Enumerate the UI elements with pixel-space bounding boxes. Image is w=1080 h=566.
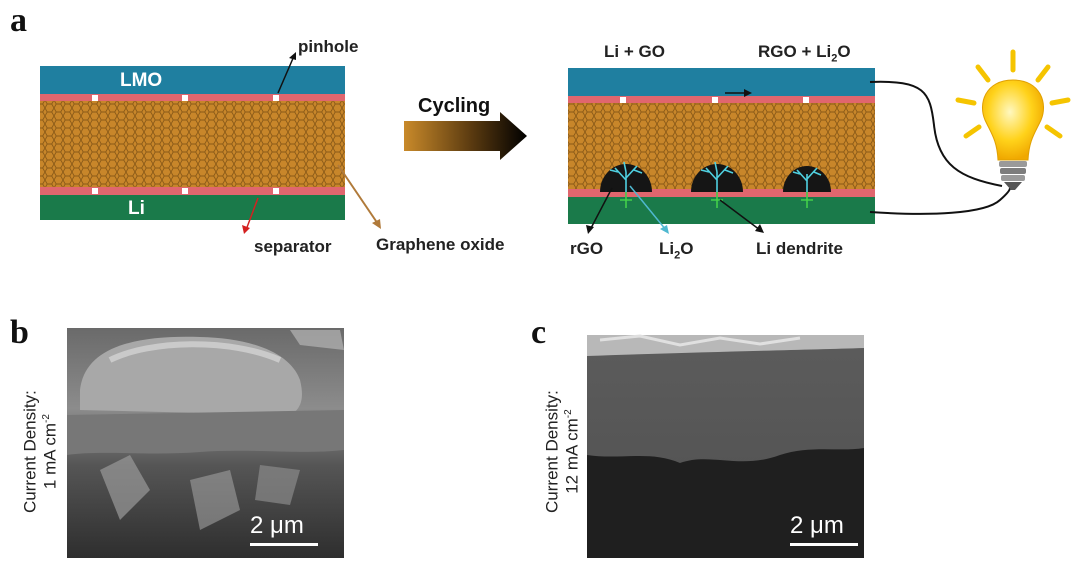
top-separator-right xyxy=(568,96,875,103)
li-layer xyxy=(40,195,345,220)
light-bulb-icon xyxy=(955,49,1071,190)
wire-bottom xyxy=(869,187,1011,215)
scale-label-c: 2 μm xyxy=(790,512,844,539)
pinhole xyxy=(273,95,279,101)
dendrite-dome xyxy=(600,161,652,208)
graphene-oxide-layer xyxy=(40,101,345,187)
reaction-right: RGO + Li2O xyxy=(758,42,851,65)
sem-image-b xyxy=(67,328,344,558)
pinhole xyxy=(182,188,188,194)
right-pointers xyxy=(586,89,764,234)
pinhole xyxy=(182,95,188,101)
bottom-separator-right xyxy=(568,189,875,197)
current-density-label-b: Current Density: 1 mA cm-2 xyxy=(20,390,59,513)
pinhole xyxy=(92,188,98,194)
li2o-label: Li2O xyxy=(659,239,694,262)
panel-label-a: a xyxy=(10,2,27,39)
reaction-left: Li + GO xyxy=(604,42,665,61)
lmo-layer xyxy=(40,66,345,94)
left-cell xyxy=(40,66,345,220)
current-density-label-c: Current Density: 12 mA cm-2 xyxy=(542,390,581,513)
lmo-label: LMO xyxy=(120,70,163,91)
dendrite-domes xyxy=(600,161,831,208)
dendrite-dome xyxy=(783,166,831,208)
top-separator xyxy=(40,94,345,101)
cycling-arrow xyxy=(404,112,527,160)
rgo-label: rGO xyxy=(570,239,604,258)
bottom-separator xyxy=(40,187,345,195)
pinhole-label: pinhole xyxy=(298,37,359,56)
pinhole xyxy=(803,97,809,103)
dendrite-dome xyxy=(691,161,743,208)
graphene-oxide-label: Graphene oxide xyxy=(376,235,505,254)
panel-label-b: b xyxy=(10,314,29,351)
scale-bar-c xyxy=(790,543,858,546)
lmo-layer-right xyxy=(568,68,875,96)
separator-label: separator xyxy=(254,237,332,256)
scale-label-b: 2 μm xyxy=(250,512,304,539)
pinhole xyxy=(712,97,718,103)
wire-top xyxy=(869,80,1003,187)
cycling-label: Cycling xyxy=(418,95,491,117)
li-dendrite-label: Li dendrite xyxy=(756,239,843,258)
pinhole xyxy=(620,97,626,103)
pinhole xyxy=(92,95,98,101)
left-pointers xyxy=(242,52,381,234)
scale-bar-b xyxy=(250,543,318,546)
sem-image-c xyxy=(587,334,864,558)
pinhole xyxy=(273,188,279,194)
panel-label-c: c xyxy=(531,314,547,351)
li-label: Li xyxy=(128,198,145,219)
